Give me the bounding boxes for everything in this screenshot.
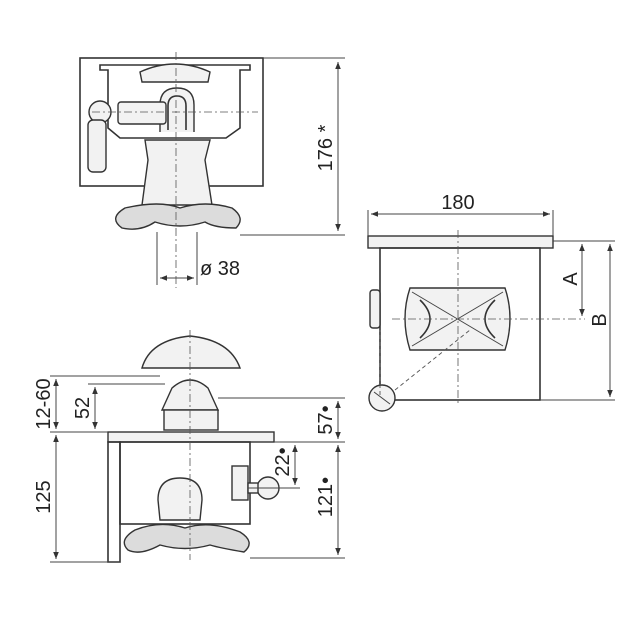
dim-52-label: 52 bbox=[72, 397, 94, 419]
side-knob bbox=[369, 289, 381, 329]
pin-inner bbox=[167, 95, 187, 130]
dim-dia-label: ø 38 bbox=[200, 258, 240, 280]
bracket-frame bbox=[99, 64, 251, 139]
dim-a-label: A bbox=[560, 272, 582, 286]
top-plate bbox=[367, 235, 554, 249]
lever bbox=[117, 101, 167, 125]
dim-121-label: 121• bbox=[315, 477, 337, 517]
side-wall bbox=[107, 441, 121, 563]
pivot-line bbox=[373, 391, 391, 405]
right-view: 180 A B bbox=[367, 192, 615, 412]
base-foot-bottom bbox=[123, 523, 250, 553]
cap bbox=[139, 63, 211, 83]
side-box bbox=[231, 465, 249, 501]
dim-b-label: B bbox=[589, 313, 611, 326]
head-collar bbox=[163, 409, 219, 431]
dim-176-label: 176 * bbox=[315, 124, 337, 171]
base-foot bbox=[115, 203, 241, 230]
dim-125-label: 125 bbox=[33, 480, 55, 513]
side-handle bbox=[87, 119, 107, 173]
dim-range-label: 12-60 bbox=[33, 378, 55, 429]
top-left-view: 176 * ø 38 bbox=[79, 52, 345, 288]
hidden-line-1 bbox=[394, 329, 471, 391]
pin-top bbox=[157, 477, 203, 521]
bottom-left-view: 12-60 52 57• 22• 121• 125 bbox=[33, 330, 345, 563]
mount-plate bbox=[107, 431, 275, 443]
dim-22-label: 22• bbox=[272, 447, 294, 476]
dim-180-label: 180 bbox=[441, 192, 474, 214]
dim-57-label: 57• bbox=[315, 405, 337, 434]
top-cap bbox=[141, 335, 241, 369]
pedestal bbox=[141, 139, 213, 206]
